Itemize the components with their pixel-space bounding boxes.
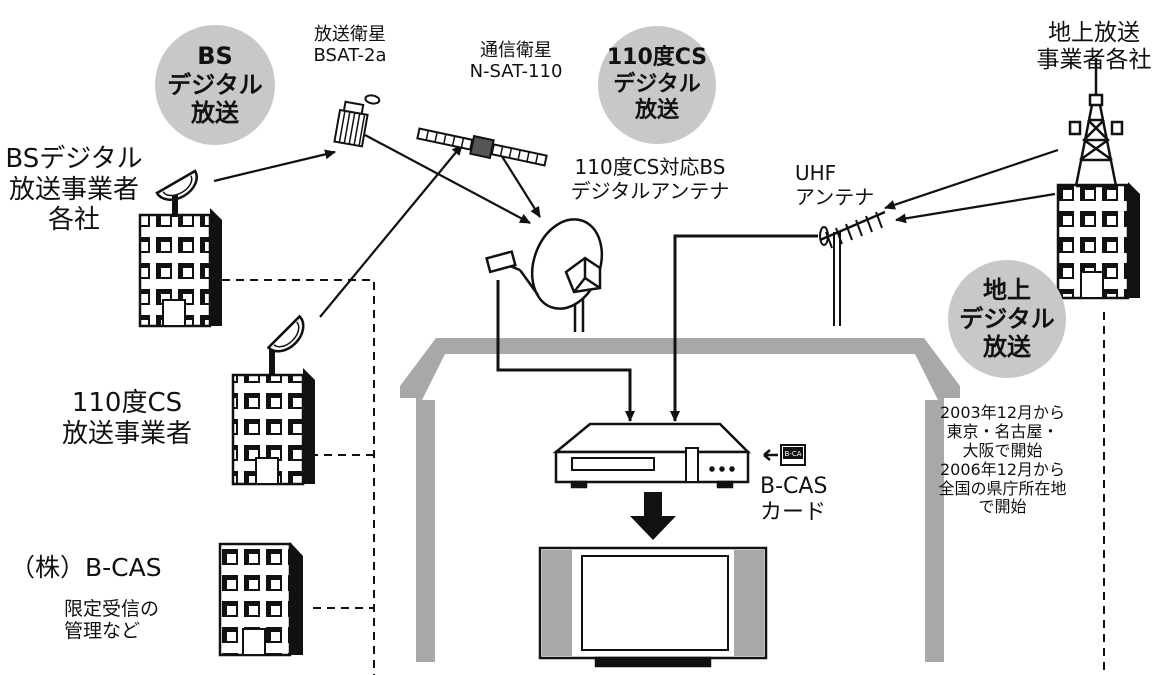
bs-broadcasters-label: BSデジタル 放送事業者 各社 xyxy=(5,144,143,236)
bcas-role-label: 限定受信の 管理など xyxy=(64,598,160,643)
down-arrow-icon xyxy=(630,492,676,540)
bs-broadcaster-building-icon xyxy=(138,169,222,328)
bcas-building-icon xyxy=(218,542,303,657)
comm-satellite-icon xyxy=(416,127,548,167)
bs-satellite-label: 放送衛星 BSAT-2a xyxy=(313,24,387,67)
bcas-company-label: （株）B-CAS xyxy=(10,553,162,582)
bcas-card-label: B-CAS カード xyxy=(760,474,828,525)
bs-digital-broadcast-circle: BS デジタル 放送 xyxy=(155,25,275,145)
bs-satellite-icon xyxy=(333,94,381,148)
terrestrial-building-icon xyxy=(1056,182,1140,300)
card-chip-text: B-CA xyxy=(784,450,801,458)
schedule-note: 2003年12月から 東京・名古屋・ 大阪で開始 2006年12月から 全国の県… xyxy=(938,403,1067,517)
dish-antenna-label: 110度CS対応BS デジタルアンテナ xyxy=(570,155,730,203)
signal-arrows xyxy=(213,134,1059,318)
dish-antenna-icon xyxy=(485,218,604,332)
card-icon xyxy=(763,444,806,466)
cs-broadcaster-building-icon xyxy=(231,314,315,486)
dashed-links xyxy=(222,279,1105,675)
uhf-antenna-label: UHF アンテナ xyxy=(795,161,875,209)
terrestrial-digital-broadcast-circle: 地上 デジタル 放送 xyxy=(948,260,1066,378)
cs-broadcasters-label: 110度CS 放送事業者 xyxy=(61,388,192,449)
terrestrial-tower-icon xyxy=(1068,58,1124,188)
uhf-antenna-icon xyxy=(819,210,886,326)
tuner-icon xyxy=(552,422,752,489)
terrestrial-broadcasters-label: 地上放送 事業者各社 xyxy=(1036,20,1152,74)
comm-satellite-label: 通信衛星 N-SAT-110 xyxy=(469,40,563,83)
tv-icon xyxy=(538,546,768,668)
cables xyxy=(496,234,818,422)
cs110-digital-broadcast-circle: 110度CS デジタル 放送 xyxy=(598,26,716,144)
